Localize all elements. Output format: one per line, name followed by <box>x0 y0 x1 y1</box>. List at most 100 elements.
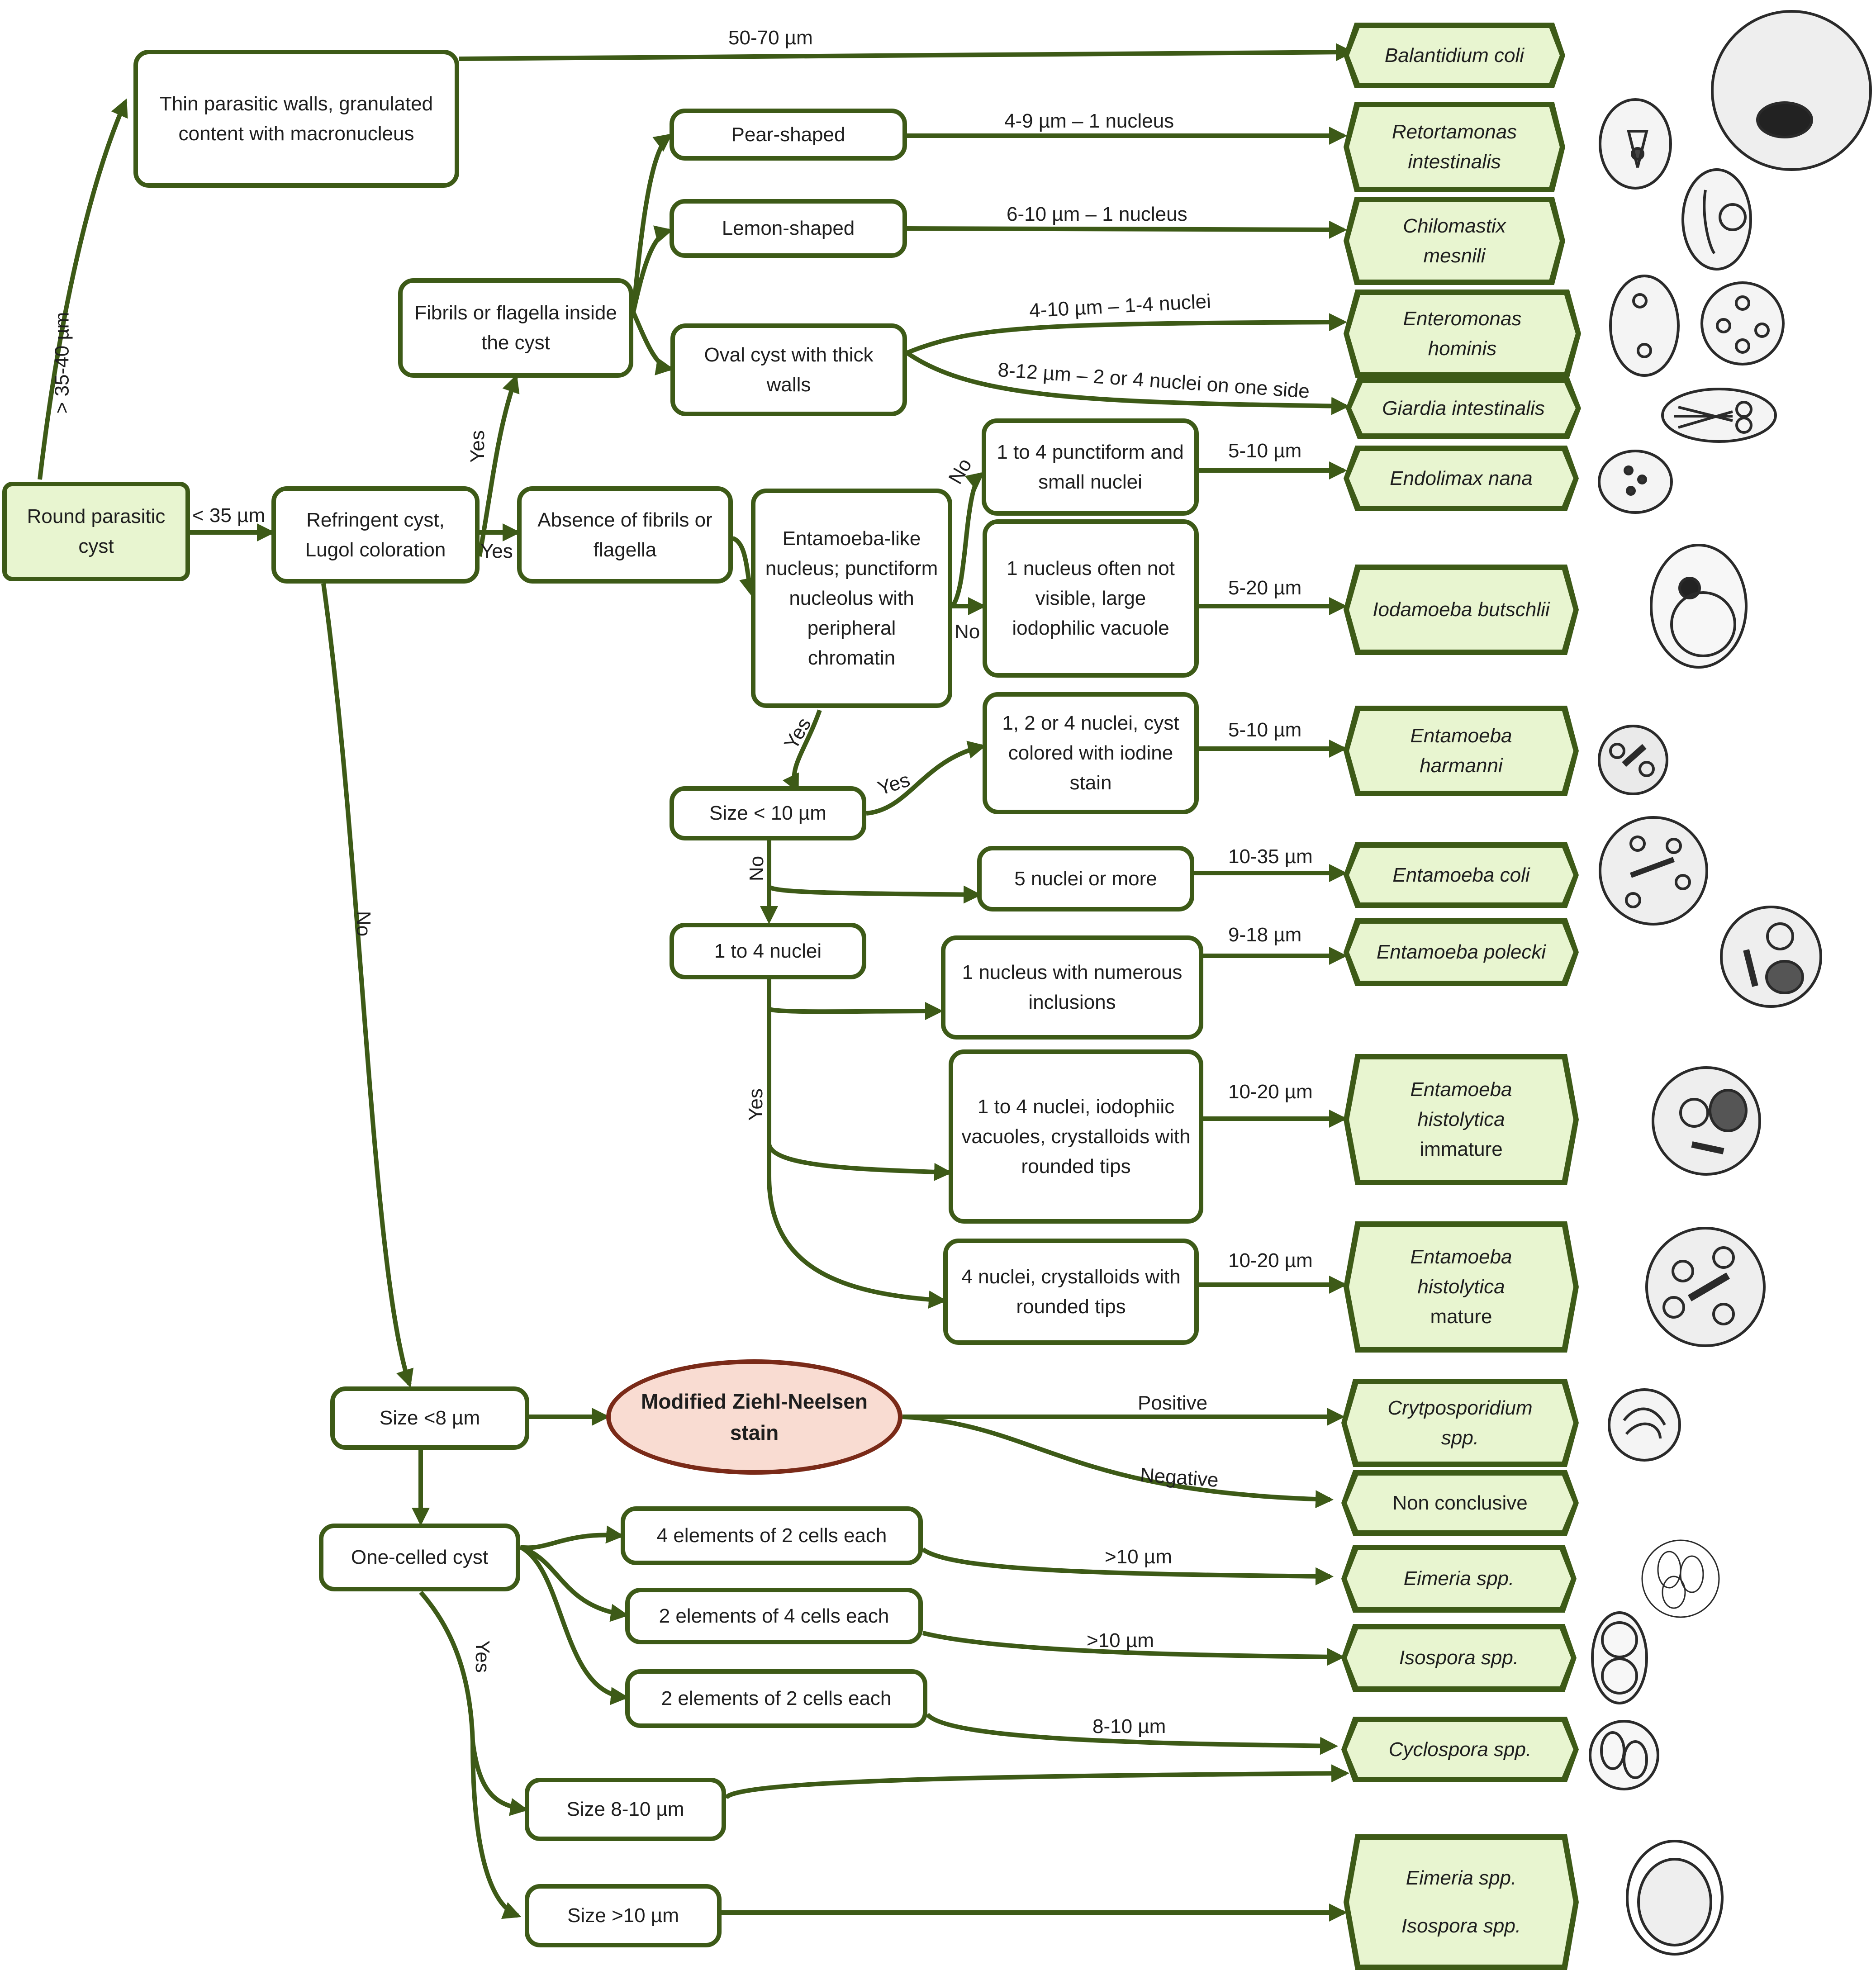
isospora-illustration <box>1591 1611 1648 1704</box>
result-eimeria-isospora: Eimeria spp. Isospora spp. <box>1344 1834 1579 1970</box>
edge-oval-to-enteromonas <box>906 313 1347 355</box>
result-enteromonas: Enteromonas hominis <box>1344 290 1581 378</box>
result-histolytica-immature-species: Entamoeba histolytica <box>1410 1078 1512 1130</box>
result-isospora-2: Isospora spp. <box>1401 1915 1521 1937</box>
chilomastix-illustration <box>1681 168 1752 271</box>
result-retortamonas: Retortamonas intestinalis <box>1344 102 1565 192</box>
label-harmanni-size: 5-10 µm <box>1228 719 1302 741</box>
label-polecki-size: 9-18 µm <box>1228 924 1302 946</box>
result-histolytica-immature-stage: immature <box>1420 1138 1503 1160</box>
label-endolimax-size: 5-10 µm <box>1228 440 1302 462</box>
label-yes-absence: Yes <box>480 540 513 562</box>
label-no-vacuole: No <box>955 621 980 643</box>
round-cyst-node: Round parasitic cyst <box>2 482 190 581</box>
edge-size10-to-iodine <box>866 741 986 816</box>
edge-onecelled-to-4el2 <box>520 1525 624 1550</box>
label-cyclospora-size: 8-10 µm <box>1092 1715 1166 1737</box>
label-50-70: 50-70 µm <box>728 27 813 49</box>
iodine-node: 1, 2 or 4 nuclei, cyst colored with iodi… <box>983 692 1199 814</box>
result-eimeria: Eimeria spp. <box>1341 1545 1577 1613</box>
balantidium-illustration <box>1711 10 1872 171</box>
punctiform-node: 1 to 4 punctiform and small nuclei <box>982 418 1199 516</box>
thin-walls-node: Thin parasitic walls, granulated content… <box>133 50 459 188</box>
histolytica-mature-illustration <box>1645 1227 1766 1347</box>
one-celled-node: One-celled cyst <box>319 1524 520 1591</box>
enteromonas-illustration-1 <box>1609 275 1680 377</box>
edge-lemon-to-chilomastix <box>907 220 1347 239</box>
edge-onefour-to-four <box>767 979 947 1309</box>
result-chilomastix: Chilomastix mesnili <box>1344 197 1565 285</box>
label-eimeria-size: >10 µm <box>1105 1546 1172 1568</box>
result-histolytica-immature: Entamoeba histolytica immature <box>1344 1054 1579 1185</box>
enteromonas-illustration-2 <box>1700 281 1785 366</box>
edge-thin-to-balantidium <box>459 43 1354 62</box>
result-cyclospora: Cyclospora spp. <box>1341 1717 1579 1782</box>
edge-onecelled-to-sizegt10 <box>470 1741 522 1919</box>
label-coli-size: 10-35 µm <box>1228 845 1313 868</box>
result-cryptosporidium: Crytposporidium spp. <box>1341 1379 1579 1467</box>
edge-2el4-to-isospora <box>922 1631 1345 1666</box>
edge-round-to-thin <box>38 98 128 480</box>
label-isospora-size: >10 µm <box>1087 1629 1154 1652</box>
edge-size8_10-to-cyclospora <box>724 1764 1349 1800</box>
result-balantidium: Balantidium coli <box>1344 23 1565 88</box>
label-positive: Positive <box>1138 1392 1208 1414</box>
edge-onecelled-to-size8_10 <box>419 1590 528 1816</box>
cryptosporidium-illustration <box>1608 1388 1681 1462</box>
four-el-two-node: 4 elements of 2 cells each <box>621 1506 923 1565</box>
iodophilic-vacuoles-node: 1 to 4 nuclei, iodophiic vacuoles, cryst… <box>949 1049 1203 1224</box>
oval-node: Oval cyst with thick walls <box>670 323 907 416</box>
label-pear-size: 4-9 µm – 1 nucleus <box>1004 110 1174 132</box>
size-gt10-node: Size >10 µm <box>525 1884 722 1947</box>
result-harmanni: Entamoeba harmanni <box>1344 706 1579 796</box>
edge-fibrils-to-oval <box>631 311 674 375</box>
result-eimeria-2: Eimeria spp. <box>1406 1867 1517 1889</box>
edge-onefour-to-inclusions <box>767 979 943 1021</box>
two-el-four-node: 2 elements of 4 cells each <box>625 1588 923 1644</box>
one-to-four-node: 1 to 4 nuclei <box>670 923 866 979</box>
result-histolytica-mature-stage: mature <box>1430 1305 1492 1328</box>
eimeria-illustration <box>1641 1539 1720 1618</box>
label-iodamoeba-size: 5-20 µm <box>1228 577 1302 599</box>
ziehl-neelsen-node: Modified Ziehl-Neelsen stain <box>606 1359 902 1475</box>
size-8-10-node: Size 8-10 µm <box>525 1778 726 1841</box>
edge-oval-to-giardia <box>906 351 1349 415</box>
edge-onecelled-to-2el4 <box>519 1545 629 1622</box>
edge-refringent-to-fibrils <box>477 374 520 557</box>
label-lemon-size: 6-10 µm – 1 nucleus <box>1007 203 1187 225</box>
lemon-node: Lemon-shaped <box>670 199 907 258</box>
iodamoeba-illustration <box>1650 544 1748 669</box>
retortamonas-illustration <box>1599 98 1672 190</box>
result-histolytica-mature: Entamoeba histolytica mature <box>1344 1221 1579 1353</box>
edge-fibrils-to-lemon <box>631 225 673 313</box>
absence-node: Absence of fibrils or flagella <box>517 486 733 584</box>
result-endolimax: Endolimax nana <box>1344 446 1579 511</box>
edge-size10-to-five <box>767 840 982 904</box>
fibrils-node: Fibrils or flagella inside the cyst <box>398 278 633 378</box>
five-nuclei-node: 5 nuclei or more <box>977 846 1194 911</box>
harmanni-illustration <box>1598 725 1668 795</box>
edge-onefour-to-vacuoles <box>767 979 952 1181</box>
edge-refringent-to-size8 <box>321 583 414 1388</box>
inclusions-node: 1 nucleus with numerous inclusions <box>941 935 1203 1040</box>
label-immature-size: 10-20 µm <box>1228 1081 1313 1103</box>
edge-ziehl-to-nonconclusive <box>902 1415 1334 1509</box>
refringent-node: Refringent cyst, Lugol coloration <box>271 486 480 584</box>
size-lt8-node: Size <8 µm <box>330 1386 529 1450</box>
edge-4el2-to-eimeria <box>921 1547 1334 1585</box>
result-histolytica-mature-species: Entamoeba histolytica <box>1410 1246 1512 1298</box>
result-giardia: Giardia intestinalis <box>1346 378 1581 439</box>
label-lt35: < 35 µm <box>192 504 266 527</box>
label-mature-size: 10-20 µm <box>1228 1249 1313 1272</box>
entamoeba-like-node: Entamoeba-like nucleus; punctiform nucle… <box>751 489 952 708</box>
size-lt10-node: Size < 10 µm <box>670 786 866 840</box>
sporulated-oocyst-illustration <box>1626 1840 1724 1956</box>
edge-entamoeba-to-size10 <box>782 709 822 793</box>
edge-onecelled-to-2el2 <box>519 1545 629 1705</box>
histolytica-immature-illustration <box>1652 1066 1761 1176</box>
vacuole-node: 1 nucleus often not visible, large iodop… <box>983 519 1199 678</box>
edge-2el2-to-cyclospora <box>926 1713 1338 1755</box>
four-nuclei-node: 4 nuclei, crystalloids with rounded tips <box>943 1239 1199 1345</box>
